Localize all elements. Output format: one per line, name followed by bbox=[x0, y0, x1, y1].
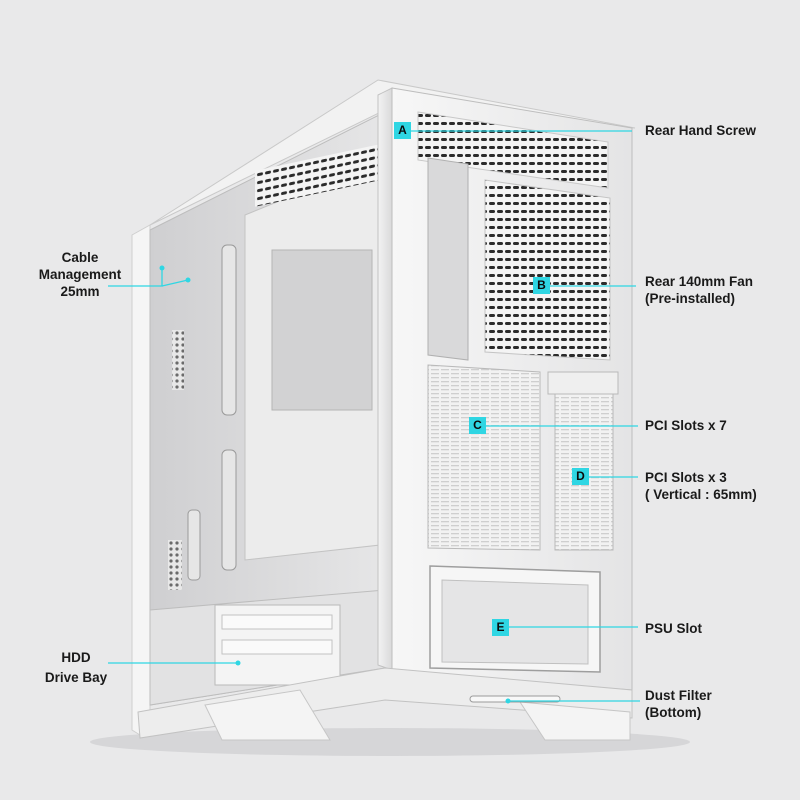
leader-dots bbox=[159, 265, 511, 704]
leader-cable-mgmt-2 bbox=[161, 279, 189, 287]
vertical-pci-bracket bbox=[547, 371, 619, 395]
rear-edge bbox=[377, 87, 393, 671]
hdd-tray-1 bbox=[221, 614, 333, 630]
pci-slot-bank bbox=[427, 364, 541, 551]
badge-a: A bbox=[394, 122, 411, 139]
dot-dust-filter bbox=[505, 698, 511, 704]
dot-cable-2 bbox=[185, 277, 191, 283]
label-rear-hand-screw: Rear Hand Screw bbox=[645, 123, 757, 138]
badge-c: C bbox=[469, 417, 486, 434]
hex-vent-left bbox=[172, 330, 184, 390]
label-hdd-bay: HDD Drive Bay bbox=[44, 650, 108, 685]
io-cutout bbox=[427, 157, 469, 361]
grommet-3 bbox=[187, 509, 201, 581]
dot-cable-1 bbox=[159, 265, 165, 271]
badge-d: D bbox=[572, 468, 589, 485]
base-plate bbox=[137, 667, 633, 739]
label-cable-management: Cable Management 25mm bbox=[38, 250, 122, 299]
label-psu-slot: PSU Slot bbox=[645, 621, 703, 636]
dot-hdd bbox=[235, 660, 241, 666]
badge-e: E bbox=[492, 619, 509, 636]
front-foot bbox=[204, 689, 331, 741]
label-pci-vertical: PCI Slots x 3 ( Vertical : 65mm) bbox=[645, 470, 757, 502]
leader-lines bbox=[108, 130, 640, 702]
rear-fan-grille bbox=[484, 179, 611, 361]
label-dust-filter: Dust Filter (Bottom) bbox=[645, 688, 712, 720]
psu-opening-inner bbox=[441, 579, 589, 665]
grommet-1 bbox=[221, 244, 237, 416]
rear-foot bbox=[519, 701, 631, 741]
label-pci-slots: PCI Slots x 7 bbox=[645, 418, 727, 433]
cpu-cutout bbox=[271, 249, 373, 411]
hex-vent-lower bbox=[168, 540, 182, 590]
badge-b: B bbox=[533, 277, 550, 294]
label-rear-fan: Rear 140mm Fan (Pre-installed) bbox=[645, 274, 754, 306]
grommet-2 bbox=[221, 449, 237, 571]
front-frame bbox=[131, 224, 151, 736]
hdd-tray-2 bbox=[221, 639, 333, 655]
